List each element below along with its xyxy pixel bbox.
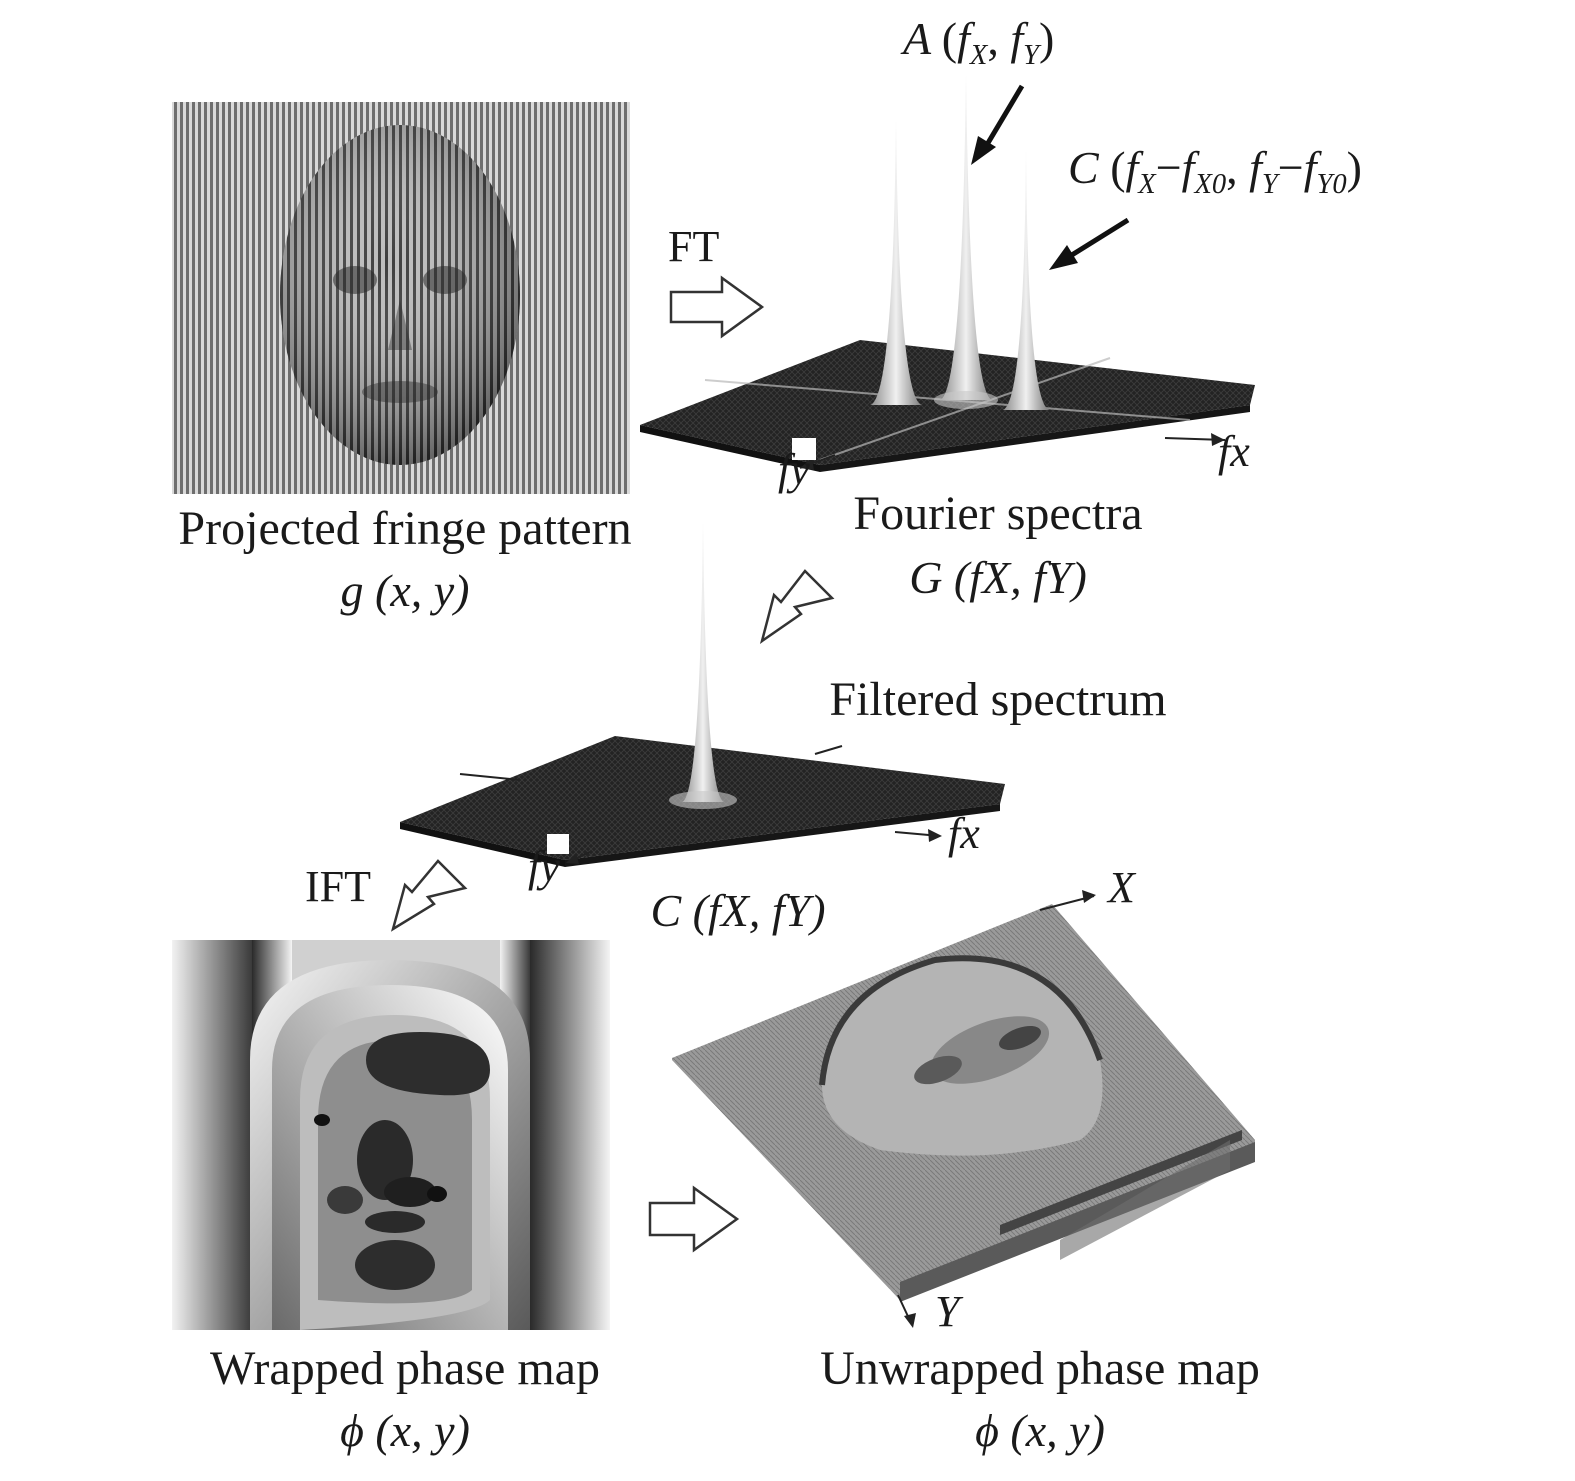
filtered-spectrum-plot: [400, 522, 1005, 867]
wrapped-phase-image: [172, 940, 610, 1330]
filtered-axis-fx: fx: [948, 809, 980, 858]
ift-label: IFT: [305, 862, 371, 911]
spectra-axis-fx: fx: [1218, 427, 1250, 476]
spectra-axis-fy: fy: [778, 445, 810, 494]
filtered-caption: Filtered spectrum: [829, 673, 1167, 726]
peak-c-letter: C: [1068, 142, 1099, 193]
spectra-expression: G (fX, fY): [909, 552, 1087, 603]
filtered-axis-fy: fy: [528, 842, 560, 891]
peak-left: [870, 120, 922, 405]
unwrapped-caption: Unwrapped phase map: [820, 1342, 1260, 1395]
ift-arrow: [390, 859, 468, 932]
unwrapped-axis-x: X: [1108, 863, 1135, 912]
ft-label: FT: [668, 222, 720, 271]
wrapped-expression: ϕ (x, y): [340, 1405, 470, 1456]
peak-a-label: A (fX, fY): [903, 13, 1055, 71]
fringe-caption: Projected fringe pattern: [178, 502, 632, 555]
fringe-pattern-image: [172, 102, 630, 494]
spectra-caption: Fourier spectra: [853, 487, 1143, 540]
peak-c-label: C (fX−fX0, fY−fY0): [1068, 142, 1362, 200]
peak-a-letter: A: [903, 13, 931, 64]
ft-arrow: [669, 275, 765, 339]
unwrapped-phase-plot: [672, 890, 1255, 1328]
unwrapped-expression: ϕ (x, y): [975, 1405, 1105, 1456]
peak-center: [940, 75, 992, 400]
peak-right: [1003, 150, 1049, 410]
filtered-expression: C (fX, fY): [650, 885, 826, 936]
fourier-spectra-plot: [640, 75, 1255, 472]
fringe-expression: g (x, y): [340, 565, 470, 616]
filter-arrow: [759, 569, 835, 644]
unwrapped-axis-y: Y: [935, 1287, 960, 1336]
unwrap-arrow: [648, 1185, 740, 1253]
wrapped-caption: Wrapped phase map: [210, 1342, 600, 1395]
filtered-peak: [682, 522, 724, 802]
